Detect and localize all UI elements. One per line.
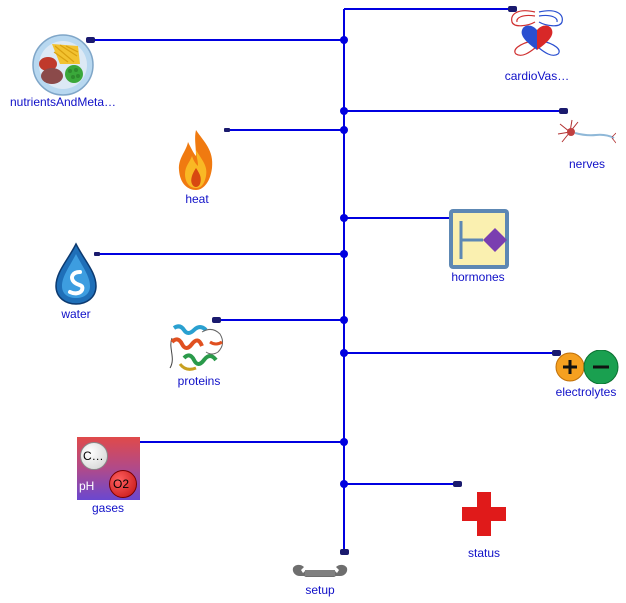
- cardio-label: cardioVas…: [504, 69, 570, 83]
- nerves-component[interactable]: [556, 118, 616, 148]
- hormones-component[interactable]: [447, 207, 511, 271]
- water-label: water: [61, 307, 91, 321]
- gas-bubble-o2-text: O2: [113, 477, 130, 491]
- gases-component[interactable]: C… O2 pH: [77, 437, 140, 500]
- gas-bubble-o2: O2: [109, 470, 137, 498]
- electrolytes-label: electrolytes: [555, 385, 617, 399]
- gas-bubble-c: C…: [80, 442, 108, 470]
- red-cross-icon: [462, 492, 506, 536]
- heat-component[interactable]: [176, 128, 216, 192]
- heat-label: heat: [185, 192, 209, 206]
- neuron-icon: [557, 119, 616, 144]
- wrench-icon: [292, 564, 348, 577]
- proteins-component[interactable]: [166, 318, 230, 374]
- electrolytes-component[interactable]: [555, 350, 621, 384]
- water-component[interactable]: [52, 242, 100, 306]
- status-component[interactable]: [461, 491, 507, 537]
- food-plate-icon: [32, 34, 94, 96]
- gases-label: gases: [91, 501, 125, 515]
- setup-component[interactable]: [291, 562, 349, 582]
- nutrients-component[interactable]: [30, 34, 96, 96]
- cardio-component[interactable]: [508, 6, 566, 62]
- hormone-block-icon: [449, 209, 509, 269]
- hormones-label: hormones: [451, 270, 505, 284]
- flame-icon: [178, 130, 213, 190]
- nutrients-label: nutrientsAndMeta…: [9, 95, 117, 109]
- status-label: status: [467, 546, 501, 560]
- ph-text: pH: [79, 479, 95, 493]
- nerves-label: nerves: [568, 157, 606, 171]
- water-drop-icon: [55, 242, 97, 305]
- heart-lungs-icon: [511, 10, 563, 56]
- protein-ribbon-icon: [169, 324, 224, 371]
- setup-label: setup: [305, 583, 335, 597]
- plus-minus-ions-icon: [555, 350, 619, 384]
- gas-bubble-c-text: C…: [83, 449, 104, 463]
- proteins-label: proteins: [177, 374, 221, 388]
